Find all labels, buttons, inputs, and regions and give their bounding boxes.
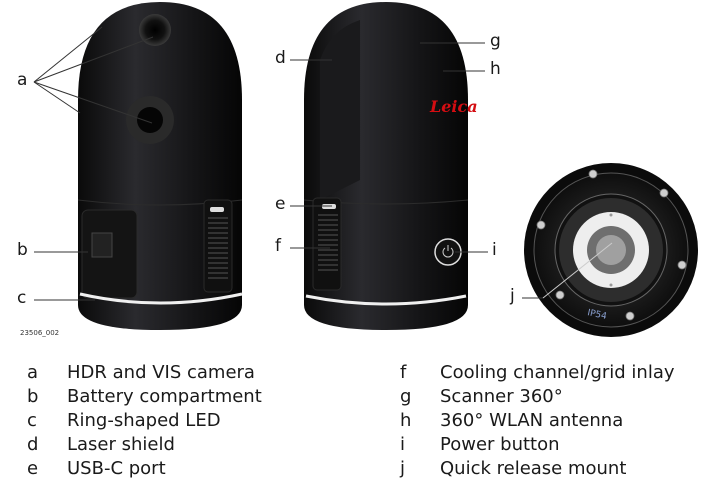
legend-label: USB-C port [67, 457, 166, 479]
vis-camera-lens [137, 107, 163, 133]
legend-item: a HDR and VIS camera [27, 360, 262, 384]
legend-label: Cooling channel/grid inlay [440, 361, 675, 383]
legend-label: Ring-shaped LED [67, 409, 221, 431]
legend-item: g Scanner 360° [400, 384, 675, 408]
ring-led [79, 292, 243, 305]
hdr-camera-lens-top [139, 14, 171, 46]
callout-f: f [275, 236, 281, 256]
legend-item: b Battery compartment [27, 384, 262, 408]
callout-b: b [17, 240, 28, 260]
callout-j: j [510, 286, 515, 306]
legend-label: Quick release mount [440, 457, 627, 479]
legend-key: j [400, 457, 406, 479]
legend-label: 360° WLAN antenna [440, 409, 624, 431]
legend-label: Battery compartment [67, 385, 262, 407]
legend-key: f [400, 361, 407, 383]
legend-label: Scanner 360° [440, 385, 563, 407]
legend-label: HDR and VIS camera [67, 361, 255, 383]
usb-c-port [210, 207, 224, 212]
callout-g: g [490, 31, 501, 51]
quick-release-mount-view: IP54 [522, 163, 698, 337]
legend-right: f Cooling channel/grid inlay g Scanner 360… [400, 360, 675, 480]
legend-item: j Quick release mount [400, 456, 675, 480]
legend-item: f Cooling channel/grid inlay [400, 360, 675, 384]
callout-a: a [17, 70, 28, 90]
legend-key: a [27, 361, 39, 383]
scanner-right-view: Leica [290, 2, 488, 330]
callout-e: e [275, 194, 286, 214]
callout-i: i [492, 240, 497, 260]
power-icon [442, 247, 454, 258]
legend-key: g [400, 385, 412, 407]
device-illustration: Leica [33, 2, 698, 337]
scanner-left-view [33, 2, 243, 330]
legend-left: a HDR and VIS camera b Battery compartment… [27, 360, 262, 480]
legend-key: b [27, 385, 39, 407]
ip54-marking: IP54 [586, 308, 607, 322]
battery-latch [91, 232, 113, 258]
legend-key: d [27, 433, 39, 455]
callout-d: d [275, 48, 286, 68]
legend-item: h 360° WLAN antenna [400, 408, 675, 432]
legend-key: i [400, 433, 406, 455]
legend-label: Power button [440, 433, 560, 455]
legend-item: i Power button [400, 432, 675, 456]
legend-item: c Ring-shaped LED [27, 408, 262, 432]
legend-item: e USB-C port [27, 456, 262, 480]
legend-key: h [400, 409, 412, 431]
legend-label: Laser shield [67, 433, 175, 455]
legend-item: d Laser shield [27, 432, 262, 456]
legend-key: e [27, 457, 39, 479]
legend-key: c [27, 409, 37, 431]
figure-id: 23506_002 [20, 329, 60, 337]
device-figure: Leica [17, 2, 698, 337]
callout-h: h [490, 59, 501, 79]
cooling-grid-right [312, 197, 342, 291]
leica-logo: Leica [429, 97, 478, 116]
laser-shield [320, 20, 360, 200]
ring-led-right [305, 294, 467, 306]
callout-c: c [17, 288, 27, 308]
